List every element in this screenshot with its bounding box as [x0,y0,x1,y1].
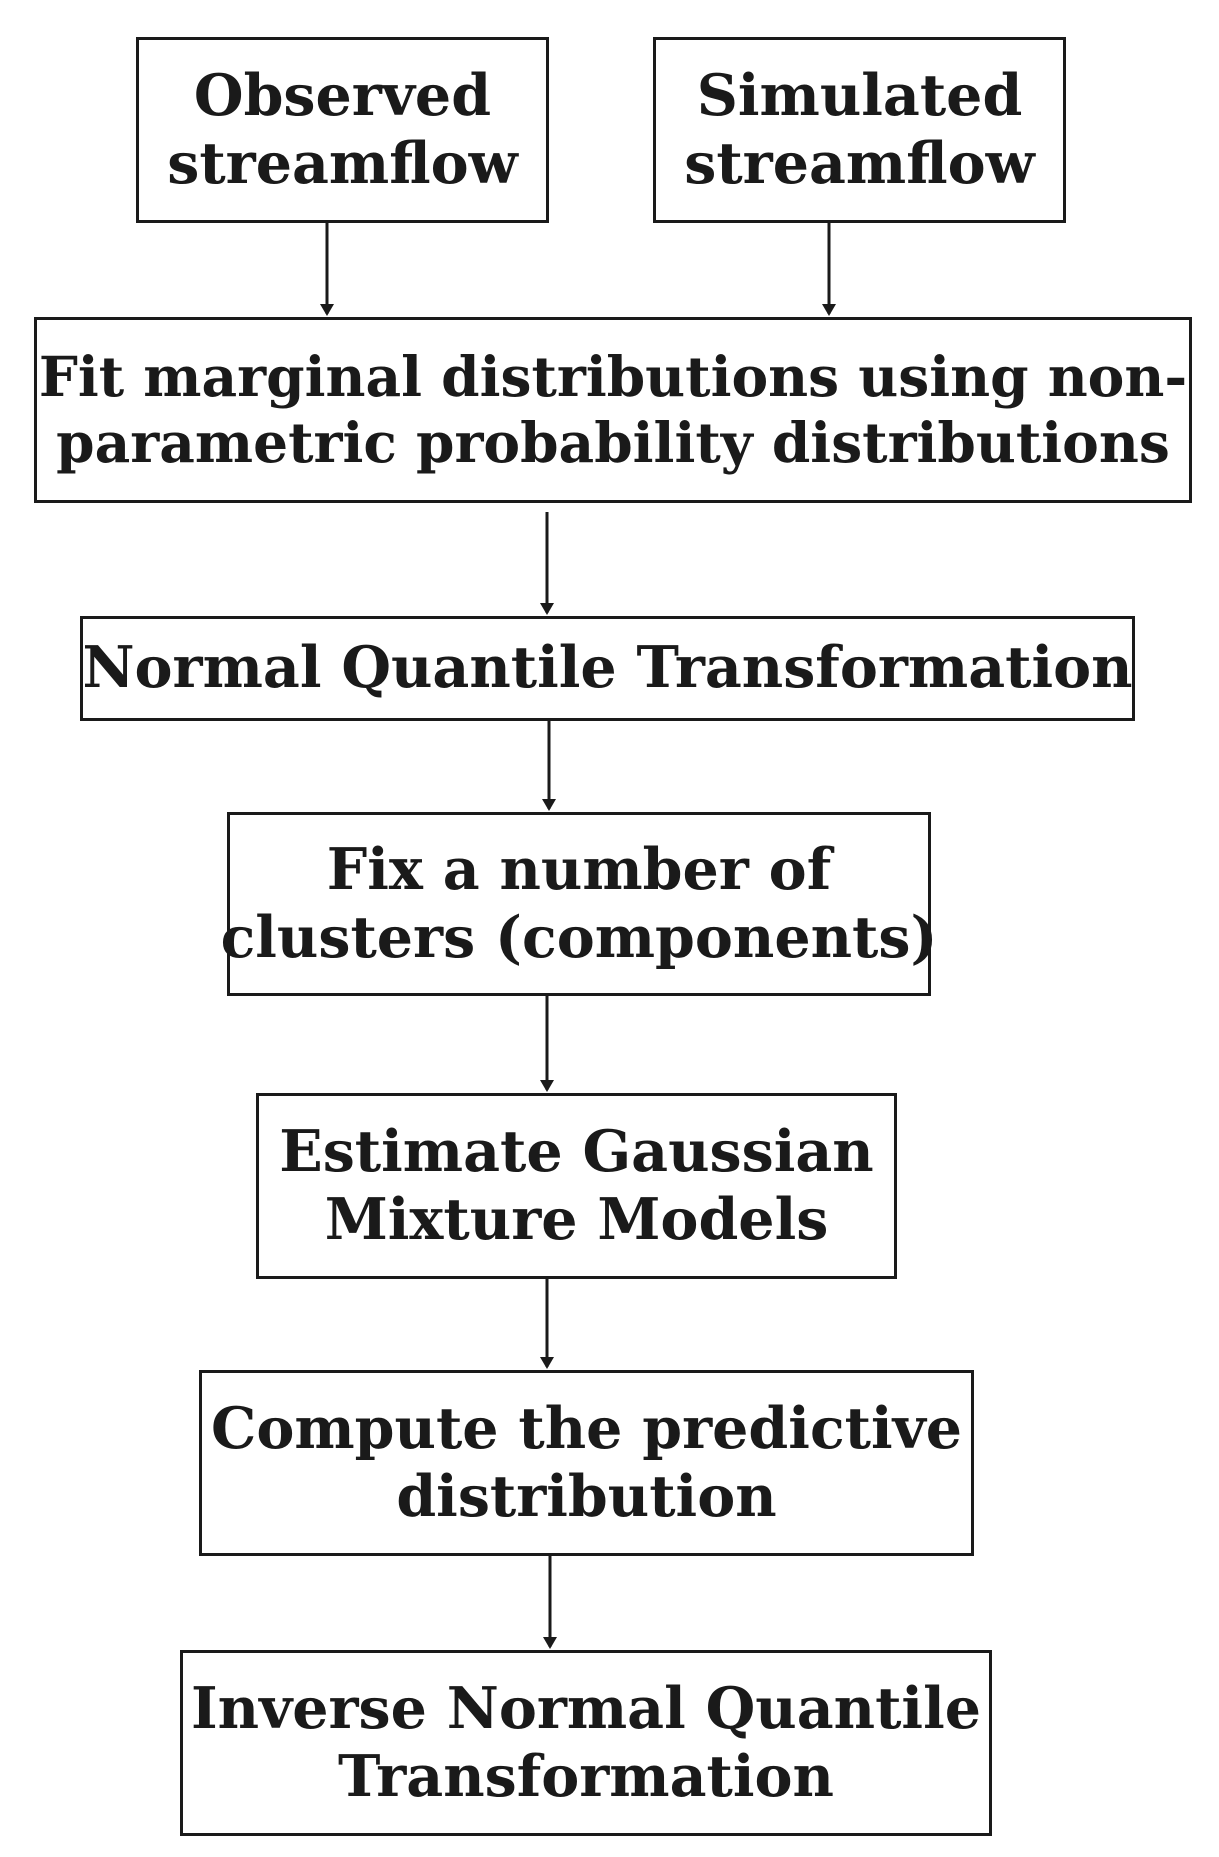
node-label-line: Fit marginal distributions using non- [38,344,1188,409]
node-label-line: Compute the predictive [210,1394,963,1462]
node-label-line: Observed [193,61,492,129]
node-label-line: Estimate Gaussian [279,1117,874,1185]
node-label-line: streamflow [684,130,1035,197]
node-label-line: Fix a number of [326,835,832,903]
node-label-line: parametric probability distributions [56,410,1170,475]
node-label: Normal Quantile Transformation [82,634,1132,702]
node-label: Inverse Normal Quantile Transformation [191,1675,981,1812]
node-normal-quantile-transformation: Normal Quantile Transformation [80,616,1135,721]
node-label: Compute the predictive distribution [211,1395,962,1532]
node-label-line: Transformation [337,1743,834,1810]
node-label: Observed streamflow [167,62,518,199]
node-observed-streamflow: Observed streamflow [136,37,549,223]
node-compute-predictive-distribution: Compute the predictive distribution [199,1370,974,1556]
node-label-line: clusters (components) [220,904,938,971]
node-label-line: Inverse Normal Quantile [191,1674,981,1742]
node-label: Estimate Gaussian Mixture Models [279,1118,873,1255]
node-label: Fit marginal distributions using non- pa… [39,344,1187,476]
node-label: Simulated streamflow [684,62,1035,199]
node-simulated-streamflow: Simulated streamflow [653,37,1066,223]
node-label-line: distribution [396,1463,777,1530]
node-label: Fix a number of clusters (components) [221,836,938,973]
node-label-line: Normal Quantile Transformation [82,634,1133,702]
node-label-line: Mixture Models [324,1186,829,1253]
node-label-line: streamflow [167,130,518,197]
node-fit-marginal-distributions: Fit marginal distributions using non- pa… [34,317,1192,503]
node-fix-number-of-clusters: Fix a number of clusters (components) [221,812,937,996]
node-label-line: Simulated [696,61,1023,129]
node-inverse-normal-quantile-transformation: Inverse Normal Quantile Transformation [180,1650,992,1836]
node-estimate-gaussian-mixture-models: Estimate Gaussian Mixture Models [256,1093,897,1279]
